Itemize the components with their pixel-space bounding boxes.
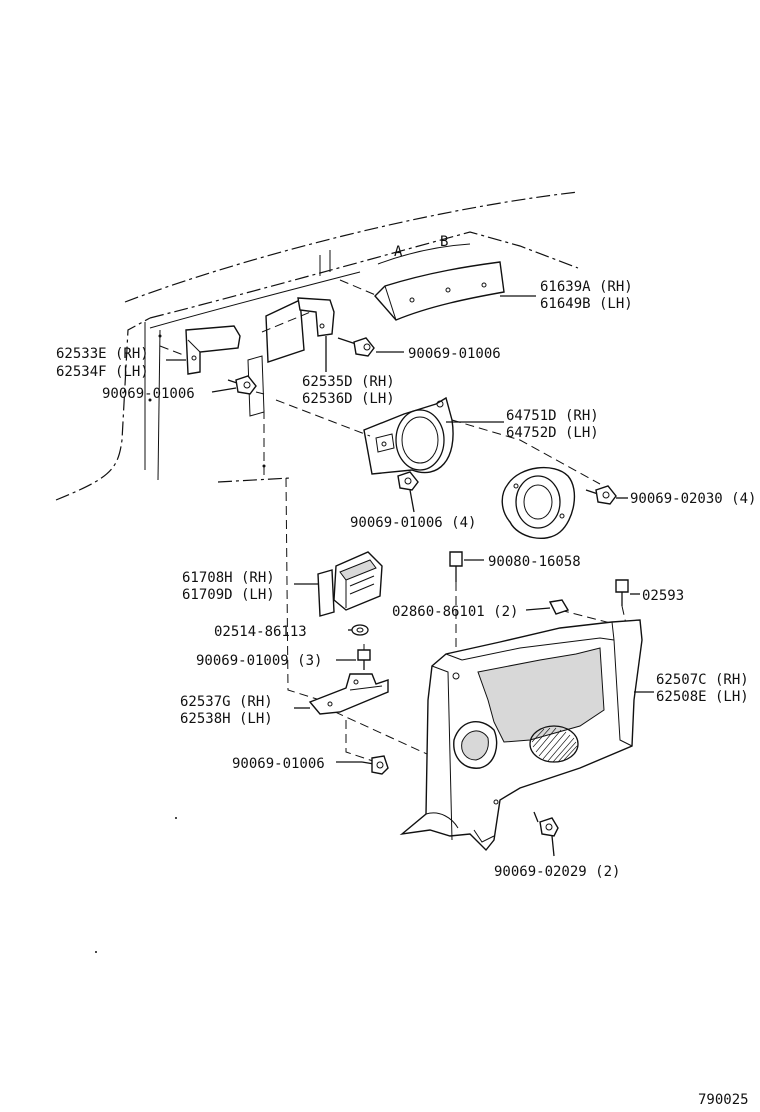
label-62534F: 62534F (LH) (56, 364, 149, 380)
bolt-left (211, 375, 265, 395)
label-61708H: 61708H (RH) (182, 570, 275, 586)
dot (158, 334, 162, 338)
label-02514-86113: 02514-86113 (214, 624, 307, 640)
label-90080-16058: 90080-16058 (488, 554, 581, 570)
label-62535D: 62535D (RH) (302, 374, 395, 390)
label-90069-01006-lower: 90069-01006 (232, 756, 325, 772)
clip-02593 (615, 579, 640, 606)
label-90069-01009: 90069-01009 (3) (196, 653, 322, 669)
dot (175, 817, 177, 819)
label-62533E: 62533E (RH) (56, 346, 149, 362)
bolt-90080 (449, 551, 484, 582)
dot (262, 464, 266, 468)
label-64751D: 64751D (RH) (506, 408, 599, 424)
label-90069-01006-4: 90069-01006 (4) (350, 515, 476, 531)
lower-bracket (294, 673, 389, 715)
bolt-lower (336, 755, 389, 775)
label-62538H: 62538H (LH) (180, 711, 273, 727)
label-61639A: 61639A (RH) (540, 279, 633, 295)
label-02860-86101: 02860-86101 (2) (392, 604, 518, 620)
bolt-speaker (397, 471, 419, 513)
dot (95, 951, 97, 953)
label-90069-02030: 90069-02030 (4) (630, 491, 756, 507)
label-62508E: 62508E (LH) (656, 689, 749, 705)
control-module (294, 551, 383, 617)
upper-left-bracket (159, 325, 241, 375)
washer (348, 624, 369, 636)
label-02593: 02593 (642, 588, 684, 604)
label-61709D: 61709D (LH) (182, 587, 275, 603)
label-64752D: 64752D (LH) (506, 425, 599, 441)
part-labels: B A 61639A (RH) 61649B (LH) 62533E (RH) … (56, 234, 756, 1108)
ref-a: A (394, 244, 403, 260)
quarter-trim-panel (399, 619, 654, 852)
speaker-ring (501, 466, 576, 539)
label-62537G: 62537G (RH) (180, 694, 273, 710)
label-90069-01006-left: 90069-01006 (102, 386, 195, 402)
upper-center-bracket (297, 297, 335, 372)
speaker-bracket (275, 396, 601, 485)
label-62536D: 62536D (LH) (302, 391, 395, 407)
ref-b: B (440, 234, 448, 250)
label-62507C: 62507C (RH) (656, 672, 749, 688)
clip-02860 (525, 599, 570, 615)
bolt-02029 (533, 811, 559, 857)
label-90069-02029: 90069-02029 (2) (494, 864, 620, 880)
figure-number: 790025 (698, 1092, 749, 1108)
dot (148, 398, 152, 402)
bolt-ring (585, 485, 628, 505)
speaker-grille (531, 727, 578, 763)
rear-trim-strip (339, 243, 536, 321)
label-61649B: 61649B (LH) (540, 296, 633, 312)
body-outline (55, 191, 579, 501)
screw-small (336, 649, 371, 670)
bolt-upper-right (337, 337, 404, 357)
label-90069-01006-upper: 90069-01006 (408, 346, 501, 362)
